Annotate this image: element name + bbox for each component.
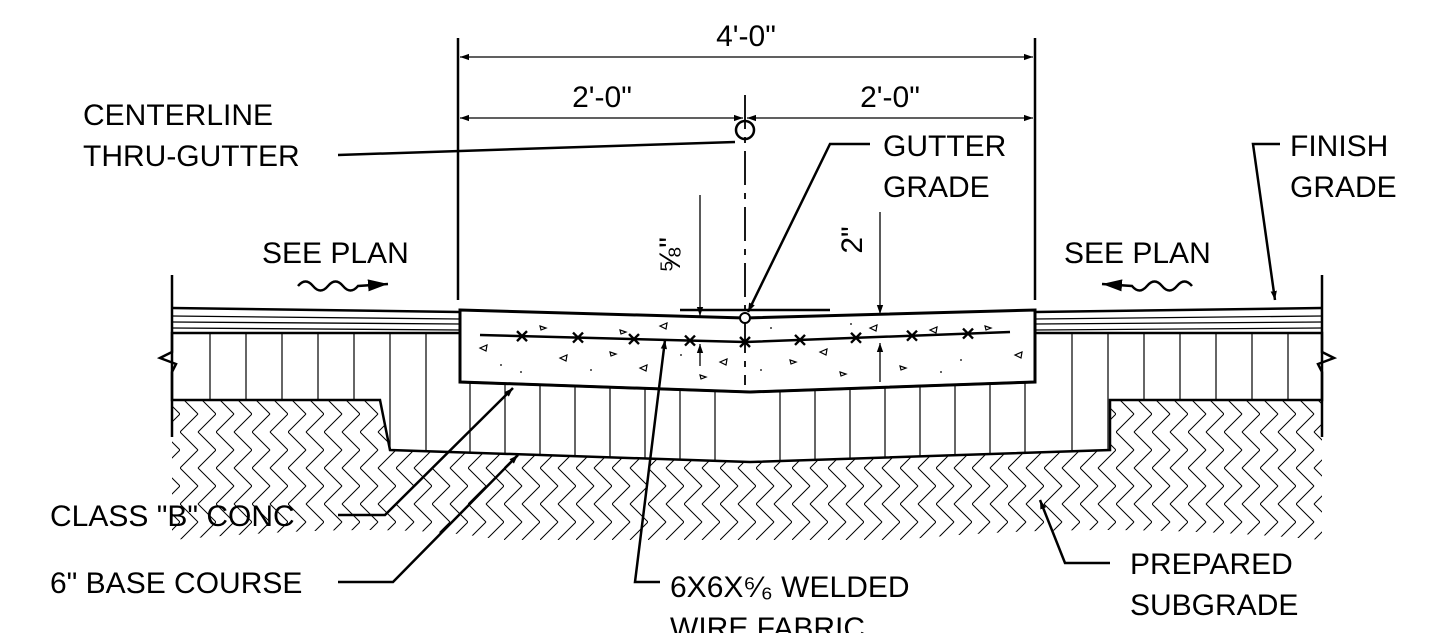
center-depth-dim xyxy=(680,195,830,366)
gutter-grade-point xyxy=(739,312,751,324)
overall-width-dim: 4'-0" xyxy=(716,20,776,53)
center-depth-label: ⅝" xyxy=(654,237,687,273)
subgrade-label-1: PREPARED xyxy=(1130,548,1293,581)
gutter-grade-label-2: GRADE xyxy=(883,171,990,204)
edge-depth-label: 2" xyxy=(836,226,869,253)
centerline-label-1: CENTERLINE xyxy=(83,99,273,132)
gutter-grade-label-1: GUTTER xyxy=(883,130,1006,163)
base-course-label: 6" BASE COURSE xyxy=(50,567,302,600)
see-plan-arrow-right xyxy=(1101,279,1193,292)
see-plan-right-label: SEE PLAN xyxy=(1064,237,1211,270)
wire-fabric-label-2: WIRE FABRIC xyxy=(670,612,865,633)
extension-lines xyxy=(456,38,1037,300)
finish-grade-label-1: FINISH xyxy=(1290,130,1388,163)
centerline-symbol xyxy=(734,119,756,141)
see-plan-left-label: SEE PLAN xyxy=(262,237,409,270)
left-half-dim: 2'-0" xyxy=(572,81,632,114)
see-plan-arrow-left xyxy=(297,279,389,292)
finish-grade-label-2: GRADE xyxy=(1290,171,1397,204)
subgrade-label-2: SUBGRADE xyxy=(1130,589,1298,622)
right-half-dim: 2'-0" xyxy=(860,81,920,114)
finish-grade-layers xyxy=(171,306,1323,331)
subgrade-hatch xyxy=(172,400,1322,633)
break-lines xyxy=(156,275,1338,437)
wire-fabric-label-1: 6X6X⁶⁄₆ WELDED xyxy=(670,571,910,604)
leaders xyxy=(337,140,1280,584)
class-b-conc-label: CLASS "B" CONC xyxy=(50,500,295,533)
centerline-label-2: THRU-GUTTER xyxy=(83,140,300,173)
